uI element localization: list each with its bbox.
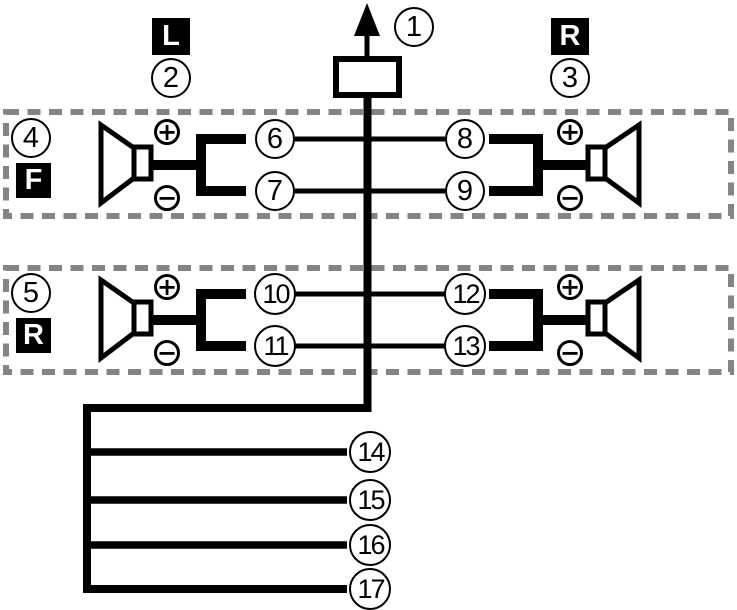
- speaker-cone: [98, 275, 137, 364]
- rear-left-minus-icon: −: [154, 340, 180, 366]
- left-channel-badge: L: [152, 18, 190, 55]
- front-right-minus-icon: −: [557, 185, 583, 211]
- antenna-plug: [333, 56, 402, 98]
- speaker-cone: [602, 275, 642, 363]
- speaker-connectors: [148, 134, 590, 351]
- callout-2-left-channel: 2: [151, 58, 191, 98]
- antenna-arrow-icon: [354, 3, 380, 58]
- callout-16-wire: 16: [349, 524, 391, 566]
- callout-6-wire: 6: [255, 119, 295, 159]
- front-right-speaker-icon: [585, 120, 642, 208]
- callout-3-right-channel: 3: [550, 58, 590, 98]
- speaker-icons: [98, 120, 642, 364]
- rear-left-speaker-icon: [98, 275, 154, 364]
- rear-right-connector: [489, 289, 590, 351]
- front-left-plus-icon: +: [154, 119, 180, 145]
- speaker-cone: [602, 120, 642, 208]
- rear-left-plus-icon: +: [154, 274, 180, 300]
- harness-trunk-wire: [83, 95, 372, 593]
- rear-right-minus-icon: −: [557, 340, 583, 366]
- callout-15-wire: 15: [349, 479, 391, 521]
- front-row-badge: F: [16, 163, 51, 198]
- callout-12-wire: 12: [444, 273, 486, 315]
- callout-14-wire: 14: [349, 431, 391, 473]
- callout-17-wire: 17: [349, 568, 391, 610]
- callout-10-wire: 10: [254, 273, 296, 315]
- front-right-connector: [489, 134, 590, 196]
- speaker-driver: [585, 299, 608, 337]
- arrow-head: [354, 3, 380, 36]
- speaker-driver: [585, 144, 608, 182]
- callout-4-front-row: 4: [11, 118, 51, 158]
- speaker-driver: [131, 144, 154, 182]
- front-left-minus-icon: −: [154, 185, 180, 211]
- front-right-plus-icon: +: [557, 119, 583, 145]
- callout-5-rear-row: 5: [11, 273, 51, 313]
- speaker-cone: [98, 120, 137, 209]
- rear-right-speaker-icon: [585, 275, 642, 363]
- callout-7-wire: 7: [255, 171, 295, 211]
- callout-11-wire: 11: [254, 325, 296, 367]
- rear-right-plus-icon: +: [557, 274, 583, 300]
- front-left-connector: [148, 134, 246, 196]
- speaker-driver: [131, 299, 154, 337]
- right-channel-badge: R: [551, 18, 589, 55]
- callout-8-wire: 8: [445, 119, 485, 159]
- rear-left-connector: [148, 289, 246, 351]
- rear-row-badge: R: [16, 318, 51, 353]
- callout-9-wire: 9: [445, 171, 485, 211]
- callout-13-wire: 13: [444, 325, 486, 367]
- front-left-speaker-icon: [98, 120, 154, 209]
- callout-1-antenna: 1: [394, 7, 434, 47]
- main-harness: [83, 95, 372, 593]
